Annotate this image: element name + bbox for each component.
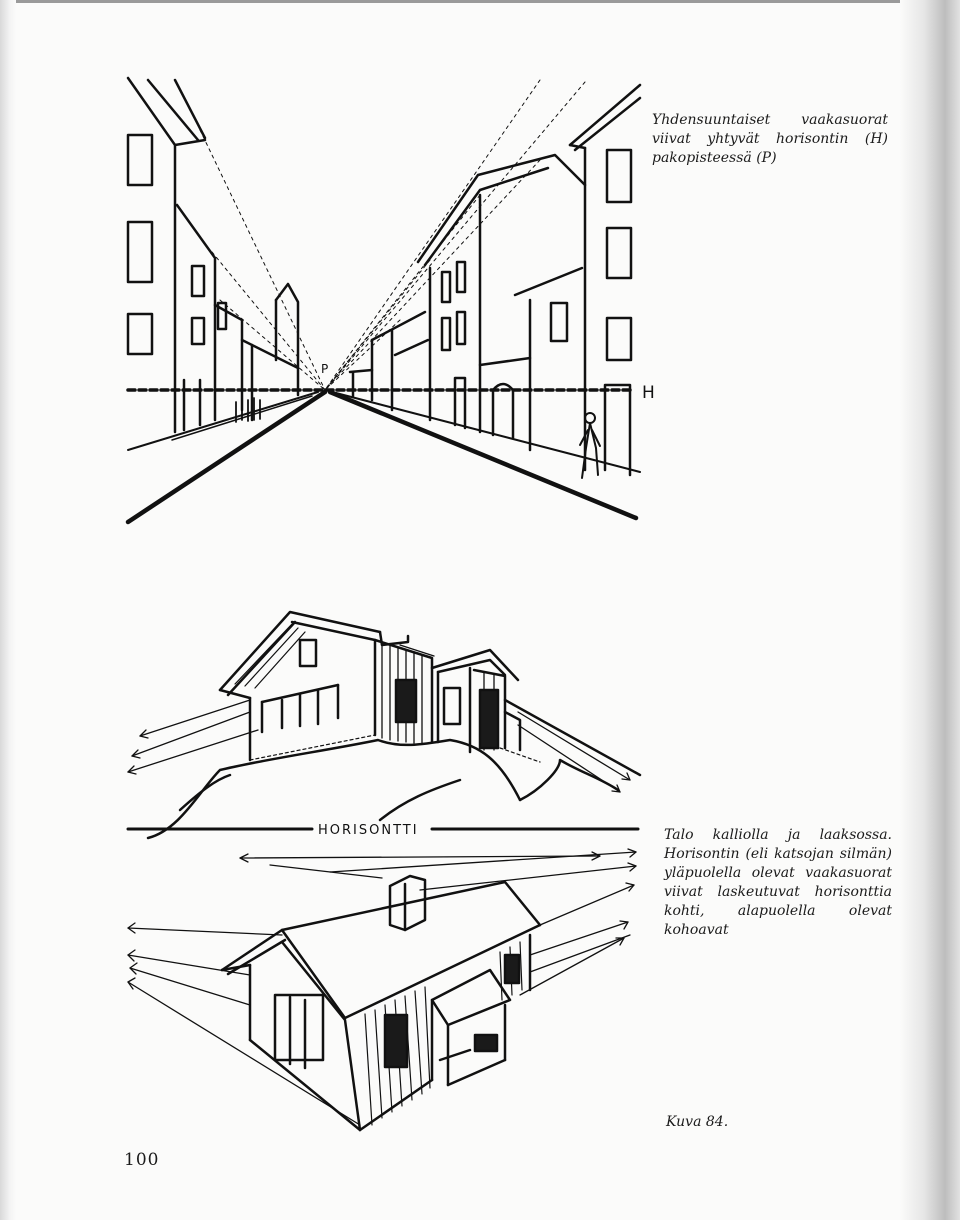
house-caption: Talo kalliolla ja laaksossa. Horisontin … [664, 827, 892, 938]
street-right-buildings [348, 83, 642, 477]
street-pedestrian [579, 412, 601, 479]
street-left-figures [235, 397, 261, 423]
vanishing-point-label: P [321, 362, 328, 376]
figure-label: Kuva 84. [666, 1114, 729, 1130]
hill-house-perspective-arrows [127, 644, 631, 793]
valley-house-perspective-arrows [127, 848, 637, 1126]
horizon-label: H [642, 383, 655, 403]
page-gutter-shadow [0, 0, 16, 1220]
street-vanishing-rays [199, 79, 586, 391]
page-number: 100 [124, 1150, 160, 1170]
valley-house-illustration [220, 874, 542, 1132]
horizon-word-label: HORISONTTI [318, 823, 419, 838]
street-road [125, 389, 641, 525]
scan-top-edge [0, 0, 960, 3]
street-left-buildings [126, 76, 300, 434]
hill-house-illustration [146, 610, 642, 840]
street-caption: Yhdensuuntaiset vaakasuorat viivat yhtyv… [652, 112, 888, 166]
page-edge-shadow [900, 0, 960, 1220]
